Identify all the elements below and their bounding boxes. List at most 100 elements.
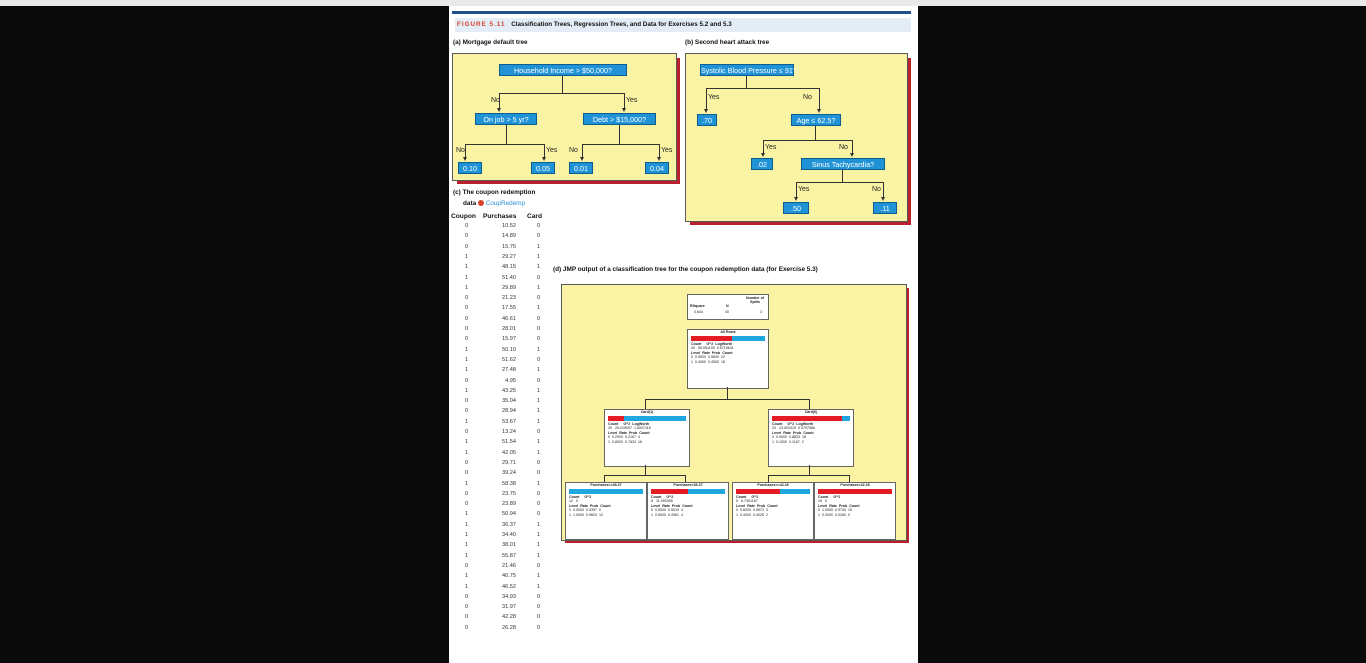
cell-card: 1	[537, 532, 541, 538]
cell-card: 1	[537, 521, 541, 528]
count-header: Count	[772, 421, 783, 426]
level-cell: 4	[681, 508, 683, 513]
cell-purchases: 29.71	[502, 459, 516, 466]
cell-purchases: 42.05	[502, 449, 516, 456]
level-cell: 0.6000	[740, 508, 751, 513]
level-header: Level	[772, 430, 782, 435]
cell-card: 0	[537, 429, 541, 435]
g2-value: 13.003319	[779, 426, 796, 431]
file-name-link[interactable]: CoupRedemp	[485, 200, 526, 207]
level-cell: 4	[681, 512, 683, 517]
level-cell: 0	[569, 508, 571, 513]
level-header: Level	[569, 503, 579, 508]
cell-coupon: 1	[465, 264, 469, 271]
cell-coupon: 0	[465, 315, 469, 322]
cell-coupon: 0	[465, 336, 469, 343]
level-cell: 0	[599, 508, 601, 513]
cell-purchases: 14.89	[502, 233, 516, 240]
level-cell: 0.5972	[753, 508, 764, 513]
n-header: N	[726, 304, 729, 308]
level-cell: 18	[802, 435, 806, 440]
cell-card: 0	[537, 274, 541, 281]
level-cell: 0	[691, 355, 693, 360]
level-cell: 16	[638, 439, 642, 444]
panel-c-label: (c) The coupon redemption	[453, 189, 536, 196]
jmp-tree-output: Number of Splits RSquare N 0.644 40 3 Al…	[561, 284, 907, 541]
count-header: Count	[651, 494, 662, 499]
level-cell: 2	[766, 512, 768, 517]
branch-no: No	[872, 186, 881, 193]
cell-purchases: 38.01	[502, 542, 516, 549]
cell-card: 0	[537, 624, 541, 631]
cell-purchases: 17.55	[502, 305, 516, 312]
g2-header: G^2	[751, 494, 759, 499]
cell-card: 0	[537, 501, 541, 508]
cell-coupon: 0	[465, 604, 469, 611]
cell-coupon: 0	[465, 562, 469, 569]
rate-header: Rate	[662, 503, 670, 508]
browser-top-strip	[0, 0, 1366, 6]
cell-card: 1	[537, 253, 541, 260]
rate-bar-red	[651, 488, 688, 494]
cell-purchases: 43.25	[502, 387, 516, 394]
prob-header: Prob	[793, 430, 802, 435]
rate-bar	[651, 488, 725, 494]
level-cell: 0.0000	[822, 512, 833, 517]
leaf-0-10: 0.10	[458, 162, 482, 174]
g2-value: 6.7301167	[741, 499, 758, 504]
level-cell: 22	[721, 355, 725, 360]
cnt-header: Count	[803, 430, 814, 435]
cell-coupon: 0	[465, 429, 469, 435]
cell-coupon: 0	[465, 490, 469, 497]
rate-header: Rate	[783, 430, 791, 435]
cell-coupon: 1	[465, 583, 469, 590]
cell-coupon: 0	[465, 459, 469, 466]
cell-purchases: 4.95	[505, 377, 516, 384]
cnt-header: Count	[639, 430, 650, 435]
cell-card: 1	[537, 305, 541, 312]
cell-coupon: 0	[465, 408, 469, 415]
cell-coupon: 0	[465, 377, 469, 384]
node-title: Purchases>=42.28	[757, 483, 789, 487]
node-debt: Debt > $15,000?	[583, 113, 656, 125]
col-purchases: Purchases	[483, 213, 517, 220]
cell-purchases: 51.62	[502, 356, 516, 363]
rate-bar-red	[818, 488, 892, 494]
cell-purchases: 48.15	[502, 264, 516, 271]
cell-card: 0	[537, 356, 541, 363]
leaf-0-01: 0.01	[569, 162, 593, 174]
cell-card: 1	[537, 418, 541, 425]
level-cell: 3	[766, 508, 768, 513]
count-value: 5	[736, 499, 738, 504]
cell-card: 0	[537, 326, 541, 332]
col-coupon: Coupon	[451, 213, 476, 220]
cell-purchases: 50.94	[502, 511, 516, 518]
cell-card: 0	[537, 562, 541, 569]
node-sinus-tachycardia: Sinus Tachycardia?	[801, 158, 885, 170]
splits-header: Number of Splits	[746, 296, 764, 304]
branch-no: No	[456, 147, 465, 154]
cell-purchases: 15.75	[502, 243, 516, 250]
g2-header: G^2	[666, 494, 674, 499]
level-cell: 0	[848, 512, 850, 517]
prob-header: Prob	[839, 503, 848, 508]
